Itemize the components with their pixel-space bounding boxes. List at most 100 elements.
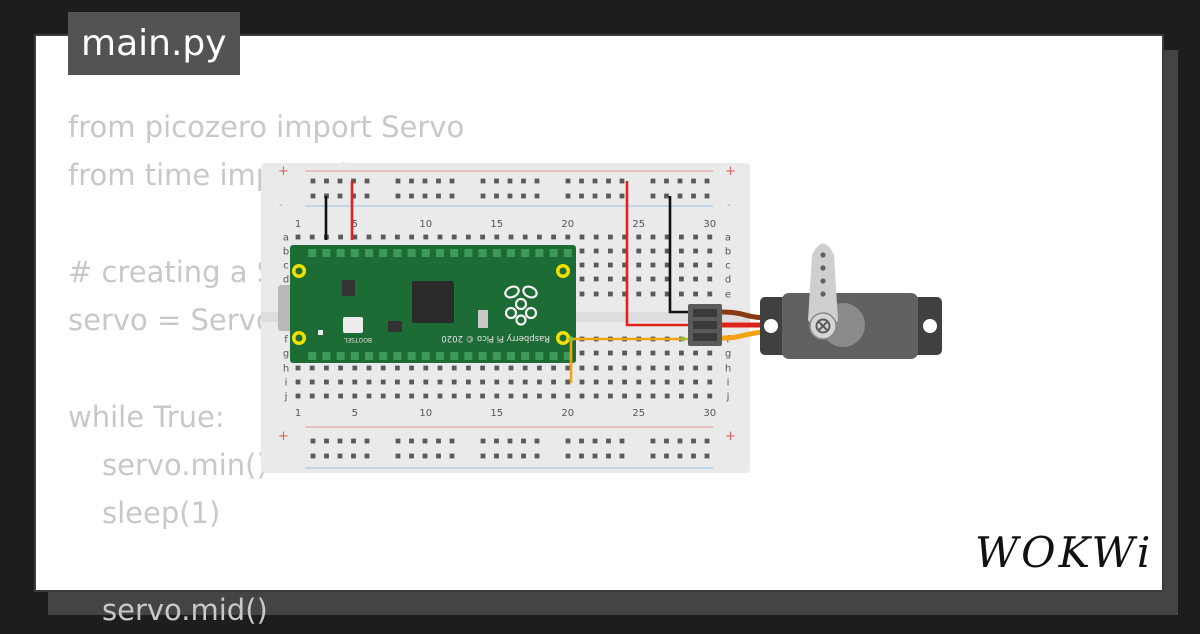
breadboard-hole xyxy=(480,178,486,184)
breadboard-label: 25 xyxy=(632,219,645,230)
pico-pin xyxy=(308,352,317,360)
breadboard-hole xyxy=(622,379,627,385)
plus-sign-tr: + xyxy=(725,164,736,179)
breadboard-hole xyxy=(422,438,428,444)
breadboard-hole xyxy=(579,262,585,268)
breadboard-hole xyxy=(664,438,669,444)
breadboard-hole xyxy=(707,350,713,356)
breadboard-hole xyxy=(608,291,613,297)
breadboard-hole xyxy=(664,453,669,459)
breadboard-hole xyxy=(664,350,670,356)
breadboard-hole xyxy=(364,178,370,184)
breadboard-label: 10 xyxy=(419,408,432,419)
breadboard-hole xyxy=(352,234,358,240)
pico-pin xyxy=(521,249,530,257)
breadboard-hole xyxy=(436,453,441,459)
breadboard-label: b xyxy=(725,247,731,258)
breadboard-hole xyxy=(409,379,414,385)
breadboard-hole xyxy=(324,438,329,444)
breadboard-hole xyxy=(537,234,542,240)
breadboard-hole xyxy=(380,234,386,240)
breadboard-hole xyxy=(466,379,471,385)
breadboard-hole xyxy=(395,178,401,184)
breadboard-hole xyxy=(366,365,372,371)
breadboard-hole xyxy=(622,291,627,297)
breadboard-hole xyxy=(579,350,585,356)
breadboard-hole xyxy=(351,193,356,199)
breadboard-hole xyxy=(664,291,670,297)
pico-pin xyxy=(563,352,572,360)
breadboard-label: 1 xyxy=(295,408,301,419)
breadboard-hole xyxy=(608,365,613,371)
pico-pin xyxy=(436,352,444,360)
raspberry-pi-pico[interactable]: BOOTSEL Raspberry Pi Pico © 2020 xyxy=(278,245,576,363)
breadboard-hole xyxy=(636,262,642,268)
breadboard-hole xyxy=(364,438,370,444)
breadboard-hole xyxy=(636,393,642,399)
wires xyxy=(324,181,695,383)
breadboard-hole xyxy=(337,178,343,184)
breadboard-hole xyxy=(551,365,556,371)
breadboard-hole xyxy=(664,393,670,399)
breadboard-hole xyxy=(622,262,627,268)
breadboard-hole xyxy=(693,234,698,240)
servo-mount-hole-right xyxy=(923,319,937,333)
breadboard-hole xyxy=(508,379,514,385)
breadboard-hole xyxy=(310,438,316,444)
servo-horn[interactable] xyxy=(808,243,838,332)
pico-pin xyxy=(549,352,558,360)
wire-ground-servo[interactable] xyxy=(668,196,695,314)
raspberry-logo-icon xyxy=(504,285,538,326)
pico-pin xyxy=(322,352,331,360)
breadboard-hole xyxy=(579,365,585,371)
pico-pin xyxy=(322,249,331,257)
breadboard-hole xyxy=(521,453,526,459)
breadboard-label: d xyxy=(283,275,289,286)
breadboard-hole xyxy=(295,234,301,240)
breadboard-hole xyxy=(295,393,301,399)
servo-motor[interactable] xyxy=(688,243,942,360)
breadboard-hole xyxy=(650,193,656,199)
breadboard-hole xyxy=(565,365,571,371)
breadboard-hole xyxy=(338,393,343,399)
breadboard-hole xyxy=(366,379,372,385)
breadboard-hole xyxy=(395,453,401,459)
breadboard-hole xyxy=(592,193,598,199)
breadboard-hole xyxy=(521,193,526,199)
pico-pin xyxy=(365,352,373,360)
breadboard-hole xyxy=(677,193,683,199)
breadboard-hole xyxy=(579,276,585,282)
pico-pin xyxy=(421,352,430,360)
breadboard-label: b xyxy=(283,247,289,258)
pico-pin xyxy=(350,249,359,257)
horn-hole-3 xyxy=(820,278,826,284)
breadboard-hole xyxy=(636,276,642,282)
breadboard-hole xyxy=(650,453,656,459)
breadboard-hole xyxy=(593,350,599,356)
breadboard-hole xyxy=(608,393,613,399)
breadboard-hole xyxy=(466,365,471,371)
flash-chip xyxy=(342,280,355,296)
wire-power-servo[interactable] xyxy=(625,181,695,327)
breadboard-label: 10 xyxy=(419,219,432,230)
breadboard-hole xyxy=(437,393,443,399)
plus-sign-tl: + xyxy=(278,164,289,179)
breadboard-hole xyxy=(707,248,713,254)
breadboard-label: 20 xyxy=(561,219,574,230)
minus-sign-tl: - xyxy=(279,198,283,211)
breadboard-hole xyxy=(704,193,710,199)
breadboard-hole xyxy=(494,453,499,459)
bootsel-button[interactable] xyxy=(343,317,363,333)
crystal xyxy=(478,310,488,328)
breadboard-hole xyxy=(409,178,414,184)
breadboard-hole xyxy=(364,453,370,459)
filename-tab[interactable]: main.py xyxy=(68,12,240,75)
led-icon xyxy=(318,330,323,335)
breadboard-hole xyxy=(636,365,642,371)
breadboard-hole xyxy=(295,365,301,371)
breadboard-label: i xyxy=(727,378,730,389)
breadboard-hole xyxy=(593,234,599,240)
breadboard-hole xyxy=(437,365,443,371)
pico-pin xyxy=(535,249,544,257)
breadboard-hole xyxy=(508,234,514,240)
